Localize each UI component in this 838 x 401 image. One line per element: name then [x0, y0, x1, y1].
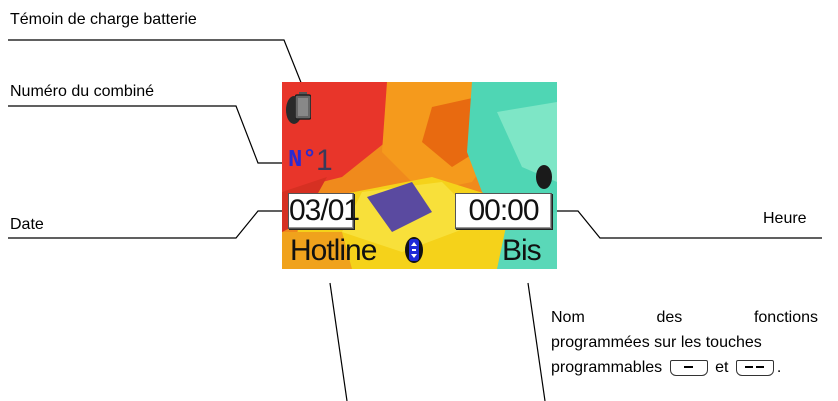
- softkey-right-label: Bis: [502, 234, 542, 267]
- description-line-1: Nom des fonctions: [551, 305, 818, 330]
- description-period: .: [776, 359, 782, 376]
- date-leader: [8, 210, 284, 239]
- handset-number-label: Numéro du combiné: [10, 83, 155, 100]
- date-display: 03/01: [288, 193, 360, 229]
- time-leader: [555, 210, 822, 239]
- description-line-3: programmables et .: [551, 355, 818, 380]
- battery-label: Témoin de charge batterie: [10, 11, 197, 28]
- description-word-1: Nom: [551, 309, 585, 326]
- time-display: 00:00: [455, 193, 552, 229]
- description-et: et: [715, 359, 729, 376]
- softkey-left-label: Hotline: [290, 234, 377, 267]
- description-word-3: fonctions: [753, 309, 818, 326]
- battery-leader: [8, 39, 307, 96]
- left-softkey-icon: [669, 359, 708, 376]
- navigation-key-icon: [405, 237, 423, 263]
- description-word-2: des: [656, 309, 683, 326]
- description-line-2: programmées sur les touches: [551, 334, 762, 351]
- handset-number-value: 1: [316, 144, 333, 177]
- handset-number-prefix: N°: [288, 147, 317, 174]
- description-programmables: programmables: [551, 359, 663, 376]
- left-softkey-leader: [329, 282, 348, 401]
- battery-icon: [295, 92, 311, 120]
- handset-number-leader: [8, 105, 284, 164]
- date-label: Date: [10, 216, 44, 233]
- time-label: Heure: [763, 210, 807, 227]
- right-softkey-leader: [527, 282, 546, 401]
- handset-screen: N° 1 03/01 00:00 Hotline Bis: [282, 82, 557, 269]
- right-softkey-icon: [735, 359, 774, 376]
- softkey-description: Nom des fonctions programmées sur les to…: [551, 305, 818, 380]
